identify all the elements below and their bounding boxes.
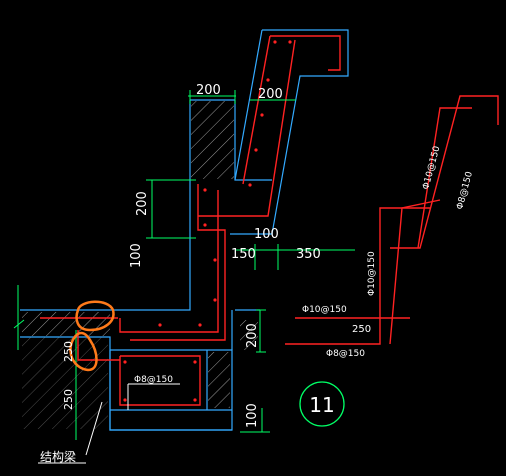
rebar-inclined-top — [242, 35, 271, 185]
review-markup — [69, 300, 115, 372]
rebar-upper-hook — [270, 35, 341, 71]
dim-bottom-right-100: 100 — [245, 403, 260, 428]
beam-outline — [109, 350, 232, 431]
rebar-dot — [260, 113, 264, 117]
section-hatching — [22, 101, 258, 429]
rebar-beam-stirrup — [119, 355, 201, 406]
dim-right-200: 200 — [245, 323, 260, 348]
rebar-dot — [123, 360, 127, 364]
rebar-dot — [198, 323, 202, 327]
dimension-lines — [13, 90, 355, 440]
wall-stem-left — [20, 100, 191, 311]
inclined-flight-bottom — [234, 29, 263, 181]
rebar-dot — [288, 40, 292, 44]
concrete-outline — [20, 29, 349, 431]
dim-bottom-left-250-b: 250 — [62, 389, 75, 410]
dim-left-vertical-long: 100 — [129, 243, 144, 268]
beam-leader-line — [85, 401, 103, 456]
dim-top-right: 200 — [258, 87, 283, 102]
rebar-wall-main — [130, 184, 226, 341]
markup-circle-left — [69, 331, 98, 372]
hatch-slab-left — [22, 312, 110, 336]
rebar — [40, 35, 499, 406]
rebar-label-step-10: Φ10@150 — [367, 251, 377, 296]
rebar-dot — [266, 78, 270, 82]
dim-bottom-left-250-a: 250 — [62, 341, 75, 362]
rebar-labels: Φ10@150 Φ8@150 Φ10@150 Φ10@150 250 Φ8@15… — [134, 145, 475, 385]
rebar-dot — [158, 323, 162, 327]
wall-stem-right — [234, 100, 272, 181]
dim-top-left: 200 — [196, 83, 221, 98]
rebar-dot — [193, 360, 197, 364]
rebar-dots — [123, 40, 292, 402]
rebar-label-slab-b: Φ8@150 — [455, 170, 475, 211]
rebar-label-horizontal-10: Φ10@150 — [302, 305, 347, 315]
hatch-step — [240, 320, 258, 350]
hatch-wall — [191, 101, 234, 179]
rebar-dot — [254, 148, 258, 152]
dim-mid-350: 350 — [296, 247, 321, 262]
rebar-beam-extra — [77, 330, 120, 361]
rebar-dot — [273, 40, 277, 44]
detail-number: 11 — [309, 393, 334, 417]
detail-number-circle — [299, 381, 345, 427]
rebar-dot — [203, 188, 207, 192]
dim-mid-100: 100 — [254, 227, 279, 242]
structural-beam-label: 结构梁 — [40, 449, 76, 464]
rebar-dot — [213, 298, 217, 302]
markup-circle-top — [75, 300, 115, 332]
rebar-dot — [123, 398, 127, 402]
rebar-inclined-bottom — [198, 39, 296, 217]
dim-left-vertical: 200 — [135, 191, 150, 216]
dimension-text: 200 200 200 100 100 150 350 200 250 250 … — [62, 83, 321, 428]
hatch-lower-right — [208, 352, 230, 408]
rebar-dot — [248, 183, 252, 187]
rebar-detail-4 — [389, 199, 441, 345]
rebar-label-horizontal-8: Φ8@150 — [326, 349, 365, 359]
inclined-flight-outline — [230, 29, 349, 235]
dim-mid-150: 150 — [231, 247, 256, 262]
rebar-detail-1 — [390, 95, 499, 249]
rebar-dot — [193, 398, 197, 402]
rebar-dot — [213, 258, 217, 262]
rebar-detail-2 — [417, 107, 472, 249]
rebar-label-horizontal-250: 250 — [352, 324, 371, 335]
rebar-dot — [203, 223, 207, 227]
rebar-wall-inner — [119, 190, 219, 333]
rebar-label-beam-8: Φ8@150 — [134, 375, 173, 385]
rebar-label-slab-a: Φ10@150 — [421, 145, 442, 191]
hatch-beam-left — [22, 337, 108, 429]
